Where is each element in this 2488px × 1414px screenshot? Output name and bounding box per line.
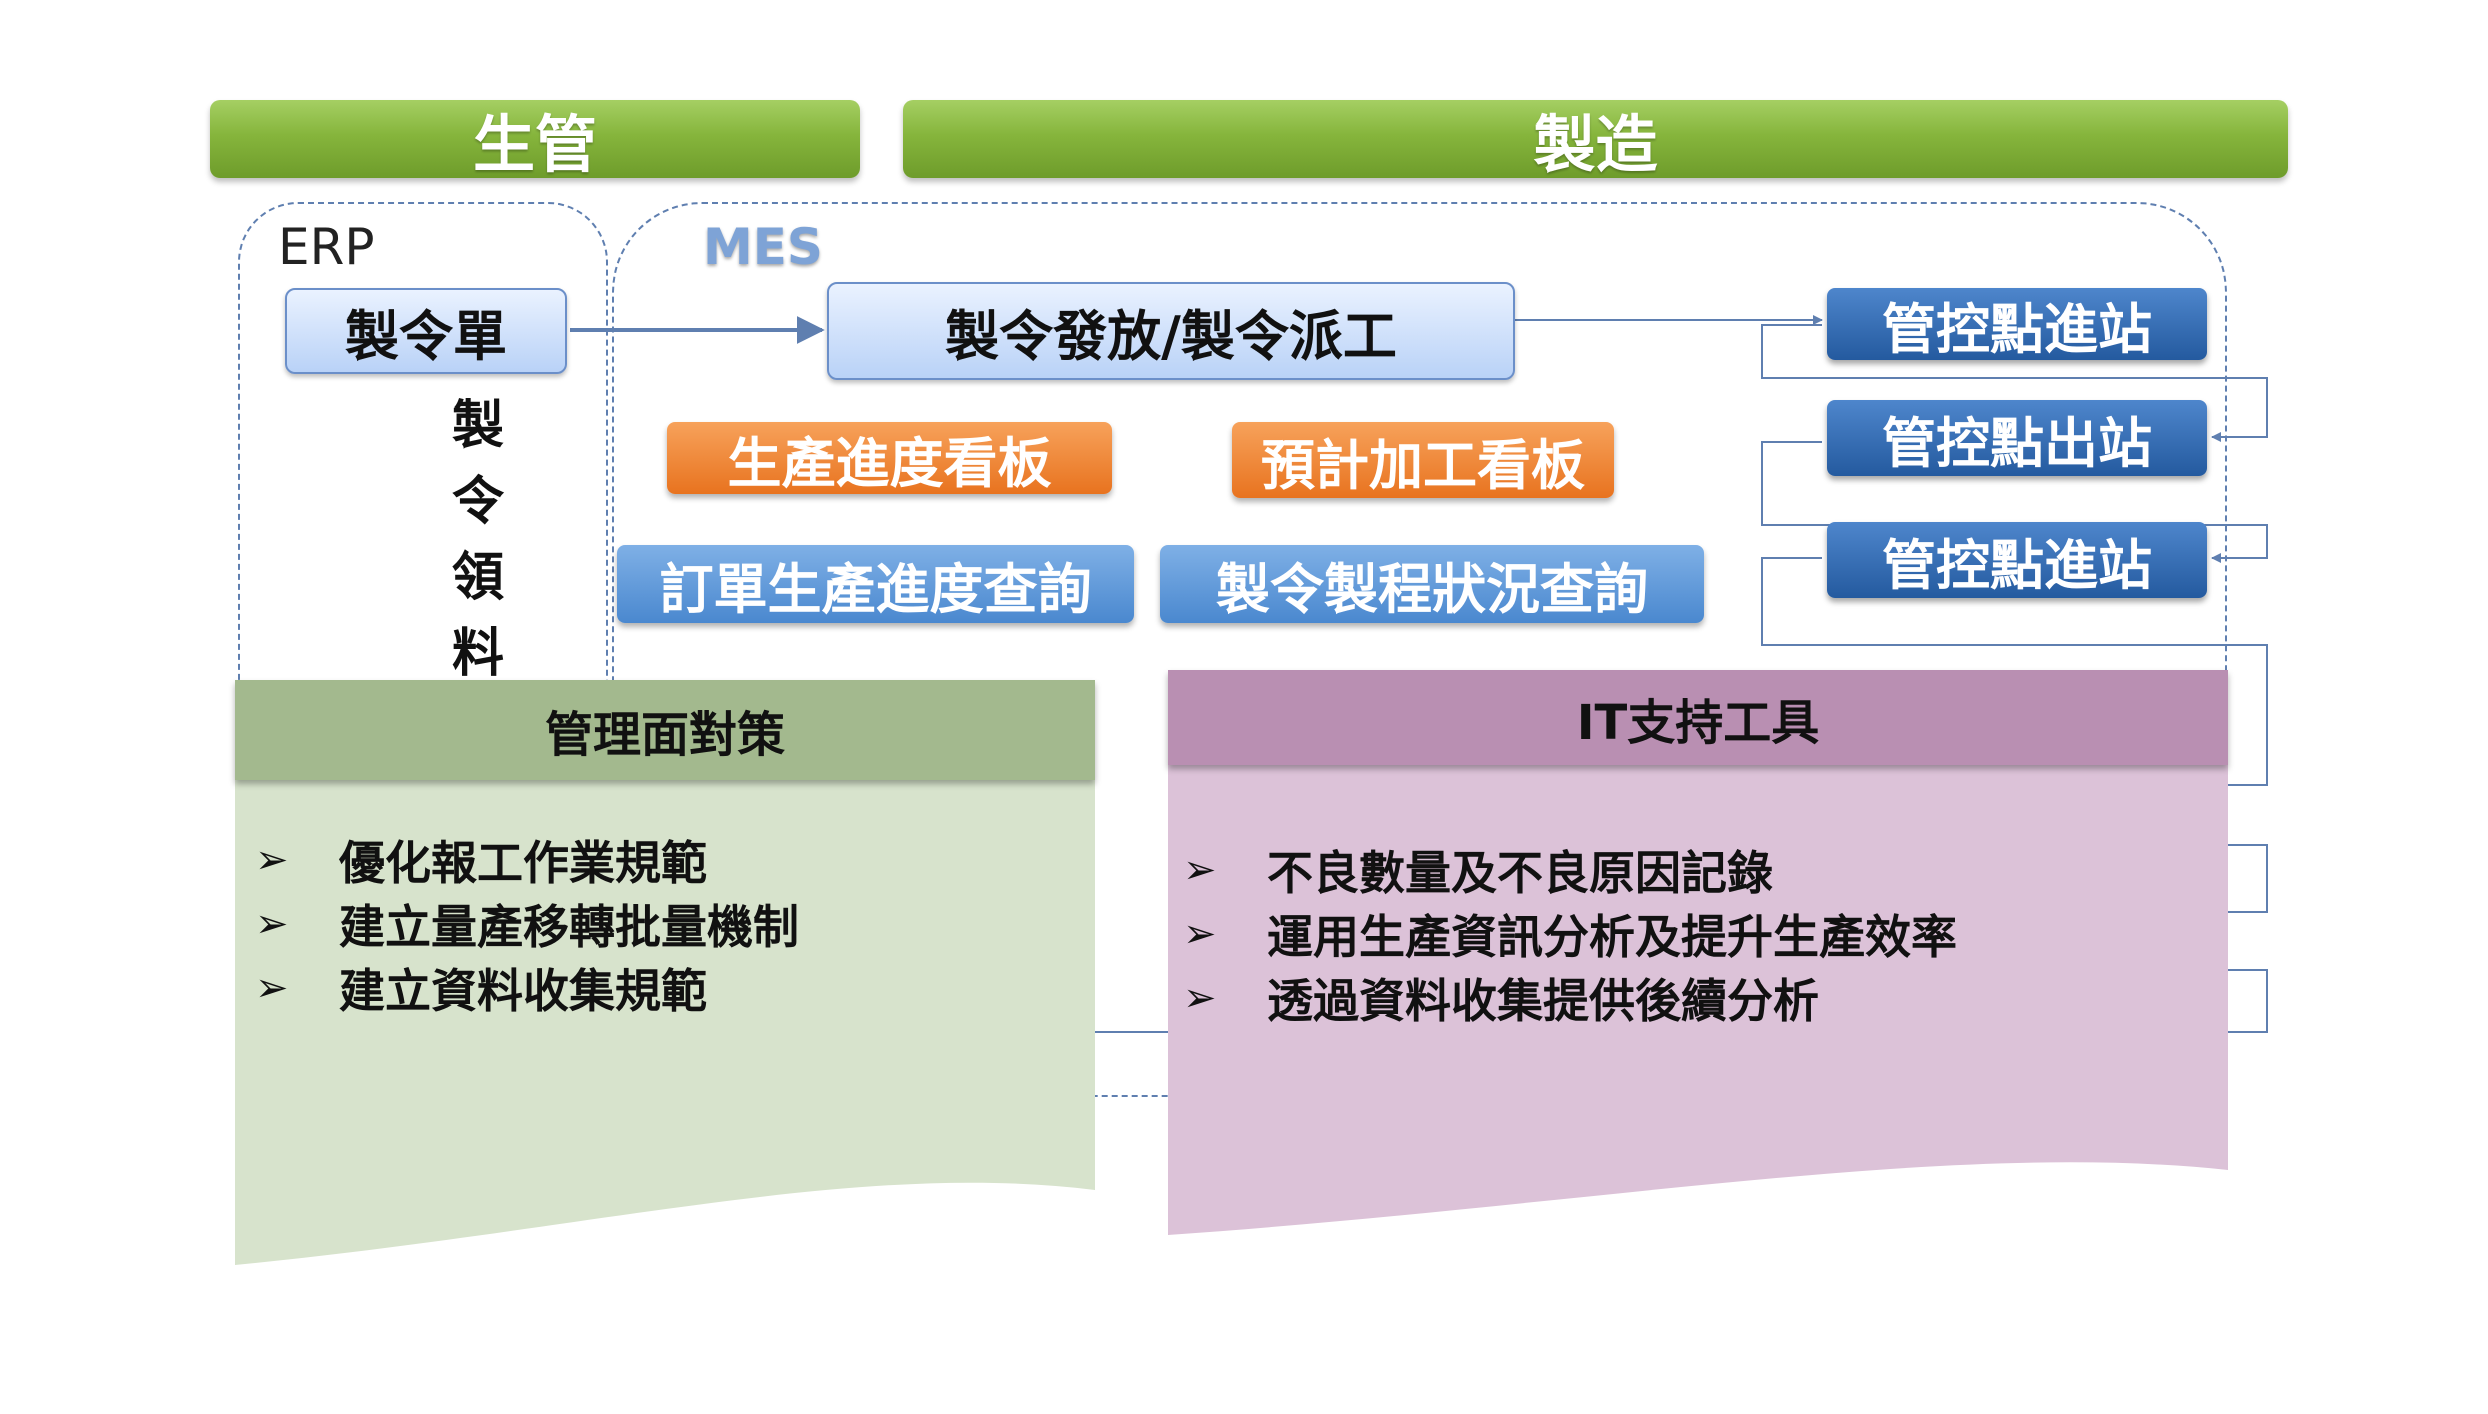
station-check-in-2[interactable]: 管控點進站 — [1827, 522, 2207, 598]
bullet-arrow-icon: ➢ — [1183, 975, 1217, 1021]
management-item-text: 建立量產移轉批量機制 — [339, 900, 799, 954]
bullet-arrow-icon: ➢ — [255, 837, 289, 883]
material-issue-char-3: 領 — [451, 548, 504, 608]
work-order-status-query[interactable]: 製令製程狀況查詢 — [1160, 545, 1704, 623]
bullet-arrow-icon: ➢ — [1183, 847, 1217, 893]
management-item: ➢ 建立資料收集規範 — [255, 956, 1075, 1020]
management-item-text: 建立資料收集規範 — [339, 964, 707, 1018]
it-tools-item: ➢ 不良數量及不良原因記錄 — [1183, 838, 2213, 902]
management-item: ➢ 建立量產移轉批量機制 — [255, 892, 1075, 956]
it-tools-item: ➢ 透過資料收集提供後續分析 — [1183, 966, 2213, 1030]
erp-frame — [238, 202, 608, 722]
material-issue-char-1: 製 — [451, 396, 504, 456]
material-issue-char-4: 料 — [451, 624, 504, 684]
it-tools-item-text: 透過資料收集提供後續分析 — [1267, 974, 1819, 1028]
production-progress-board[interactable]: 生產進度看板 — [667, 422, 1112, 495]
management-item: ➢ 優化報工作業規範 — [255, 828, 1075, 892]
it-tools-item-text: 不良數量及不良原因記錄 — [1267, 846, 1773, 900]
material-issue-label: 製 令 領 料 — [440, 388, 516, 692]
it-tools-list: ➢ 不良數量及不良原因記錄 ➢ 運用生產資訊分析及提升生產效率 ➢ 透過資料收集… — [1183, 838, 2213, 1030]
station-check-in-1[interactable]: 管控點進站 — [1827, 288, 2207, 361]
station-check-out[interactable]: 管控點出站 — [1827, 400, 2207, 476]
it-tools-item: ➢ 運用生產資訊分析及提升生產效率 — [1183, 902, 2213, 966]
work-order-box[interactable]: 製令單 — [285, 288, 567, 374]
header-manufacturing: 製造 — [903, 100, 2288, 181]
management-item-text: 優化報工作業規範 — [339, 836, 707, 890]
management-list: ➢ 優化報工作業規範 ➢ 建立量產移轉批量機制 ➢ 建立資料收集規範 — [255, 828, 1075, 1020]
material-issue-char-2: 令 — [451, 472, 504, 532]
planned-processing-board[interactable]: 預計加工看板 — [1232, 422, 1614, 498]
erp-label: ERP — [278, 218, 375, 276]
it-tools-item-text: 運用生產資訊分析及提升生產效率 — [1267, 910, 1957, 964]
bullet-arrow-icon: ➢ — [255, 965, 289, 1011]
bullet-arrow-icon: ➢ — [1183, 911, 1217, 957]
dispatch-box[interactable]: 製令發放/製令派工 — [827, 282, 1515, 380]
header-production-control: 生管 — [210, 100, 860, 181]
order-progress-query[interactable]: 訂單生產進度查詢 — [617, 545, 1134, 623]
bullet-arrow-icon: ➢ — [255, 901, 289, 947]
it-tools-title: IT支持工具 — [1168, 670, 2228, 765]
management-title: 管理面對策 — [235, 680, 1095, 780]
mes-label: MES — [703, 218, 823, 276]
